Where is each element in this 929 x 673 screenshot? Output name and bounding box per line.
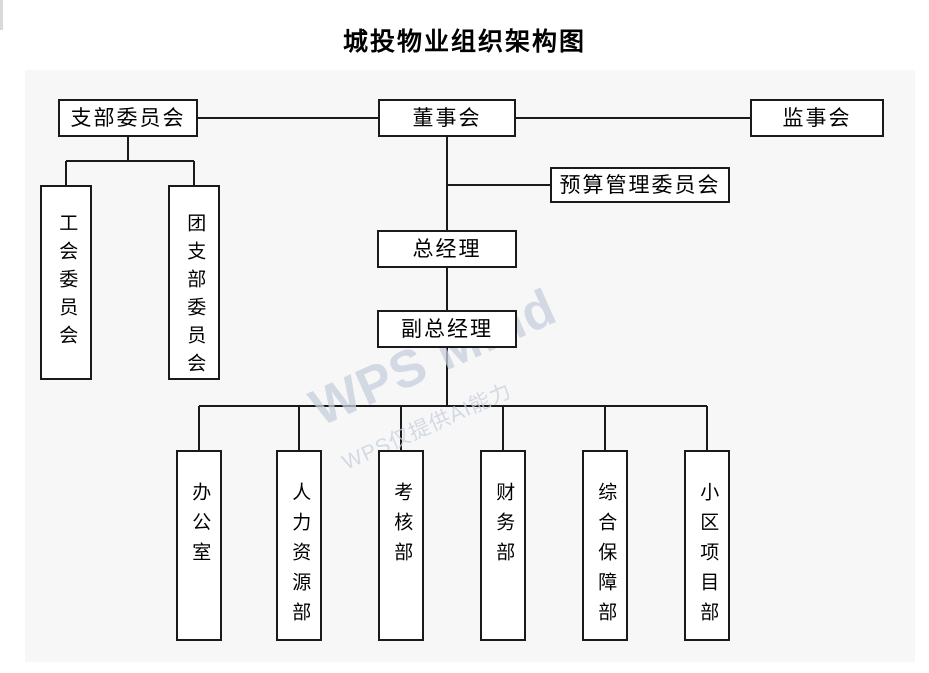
node-finance-department[interactable]: 财务部 (480, 450, 526, 641)
node-label: 考核部 (391, 482, 413, 572)
org-chart-panel: WPS Mind WPS仅提供AI能力 支部委员会 董事会 监事会 预算管理委员… (25, 70, 915, 662)
node-label: 监事会 (782, 105, 852, 130)
node-youth-league-branch-committee[interactable]: 团支部委员会 (168, 185, 220, 381)
page-title: 城投物业组织架构图 (342, 29, 586, 56)
node-label: 团支部委员会 (184, 213, 206, 381)
node-board-of-supervisors[interactable]: 监事会 (750, 99, 884, 137)
watermark-main-text: WPS Mind (301, 278, 565, 438)
node-label: 财务部 (493, 482, 515, 572)
page-edge-marker (0, 0, 3, 30)
node-label: 工会委员会 (56, 213, 78, 353)
node-label: 小区项目部 (697, 482, 719, 632)
node-labor-union-committee[interactable]: 工会委员会 (40, 185, 92, 380)
node-label: 预算管理委员会 (559, 172, 721, 197)
connector-lines (64, 116, 750, 450)
node-general-manager[interactable]: 总经理 (377, 230, 517, 268)
node-label: 综合保障部 (595, 482, 617, 632)
node-board-of-directors[interactable]: 董事会 (378, 99, 516, 137)
node-comprehensive-support-department[interactable]: 综合保障部 (582, 450, 628, 641)
node-office[interactable]: 办公室 (176, 450, 222, 641)
node-label: 人力资源部 (289, 482, 311, 632)
node-label: 支部委员会 (70, 105, 186, 130)
node-community-project-department[interactable]: 小区项目部 (684, 450, 730, 641)
node-label: 董事会 (412, 105, 482, 130)
node-deputy-general-manager[interactable]: 副总经理 (377, 310, 517, 348)
node-budget-management-committee[interactable]: 预算管理委员会 (550, 167, 730, 203)
node-party-branch-committee[interactable]: 支部委员会 (58, 99, 198, 137)
node-assessment-department[interactable]: 考核部 (378, 450, 424, 641)
node-human-resources-department[interactable]: 人力资源部 (276, 450, 322, 641)
node-label: 办公室 (189, 482, 211, 572)
node-label: 副总经理 (401, 316, 493, 341)
node-label: 总经理 (412, 236, 482, 261)
